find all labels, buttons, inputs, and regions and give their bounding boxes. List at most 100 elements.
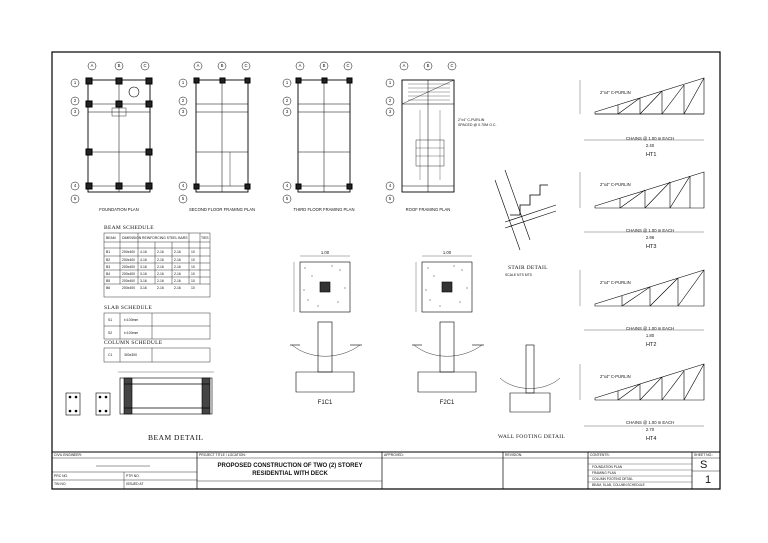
truss-chord-label: 2"x4" C-PURLIN <box>600 280 631 285</box>
truss-span-label: 2.40 <box>645 143 655 148</box>
wall-footing-title: WALL FOOTING DETAIL <box>498 434 566 440</box>
sheet-border <box>51 51 721 490</box>
truss-chord-label: 2"x4" C-PURLIN <box>600 374 631 379</box>
footing-1-dimension: 1.00 <box>320 250 330 255</box>
beam-schedule-cell: 200x400 <box>122 265 136 269</box>
truss-brace-label: CHAINS @ 1.00 m EACH <box>626 326 674 331</box>
grid-letter-c: C <box>346 63 350 68</box>
column-schedule-title: COLUMN SCHEDULE <box>104 340 163 346</box>
beam-schedule-cell: 10 <box>191 286 195 290</box>
purlin-note: 2"x4" C-PURLIN SPACED @ 0.70M O.C. <box>458 118 497 127</box>
grid-number-5: 5 <box>181 196 185 201</box>
grid-number-1: 1 <box>181 80 185 85</box>
project-title-line-1: PROPOSED CONSTRUCTION OF TWO (2) STOREY <box>217 463 363 469</box>
grid-number-3: 3 <box>388 109 392 114</box>
beam-schedule-title: BEAM SCHEDULE <box>104 225 154 231</box>
grid-letter-b: B <box>426 63 430 68</box>
contents-item: BEAM, SLAB, COLUMN SCHEDULE <box>592 483 645 487</box>
revision-label: REVISION: <box>505 453 523 457</box>
contents-item: COLUMN FOOTING DETAIL <box>592 477 634 481</box>
grid-number-4: 4 <box>388 183 392 188</box>
truss-span-label: 2.70 <box>645 427 655 432</box>
project-title-label: PROJECT TITLE / LOCATION: <box>199 453 246 457</box>
roof-plan-title: ROOF FRAMING PLAN <box>405 207 451 212</box>
ptr-no-label: PTR NO. <box>126 474 140 478</box>
footing-section-1 <box>290 321 362 393</box>
truss-ht3 <box>584 171 705 233</box>
beam-col-header: BEAM <box>106 236 116 240</box>
grid-letter-b: B <box>220 63 224 68</box>
grid-number-2: 2 <box>388 98 392 103</box>
beam-schedule-cell: B3 <box>106 265 111 269</box>
footing-plan-1 <box>293 255 351 313</box>
beam-schedule-cell: 2-16 <box>174 272 181 276</box>
contents-item: FOUNDATION PLAN <box>592 465 623 469</box>
second-floor-plan-title: SECOND FLOOR FRAMING PLAN <box>188 207 256 212</box>
beam-schedule-cell: 4-16 <box>140 258 147 262</box>
truss-span-label: 2.96 <box>645 235 655 240</box>
footing-2-dimension: 1.00 <box>442 250 452 255</box>
beam-schedule-cell: 2-16 <box>174 250 181 254</box>
beam-schedule-cell: 3-16 <box>140 265 147 269</box>
dimension-col-header: DIMENSION <box>122 236 142 240</box>
beam-schedule-cell: 4-16 <box>140 250 147 254</box>
beam-schedule-cell: 200x400 <box>122 286 136 290</box>
issued-at-label: ISSUED AT <box>126 482 144 486</box>
truss-brace-label: CHAINS @ 1.00 m EACH <box>626 228 674 233</box>
grid-bubbles <box>70 61 457 204</box>
beam-detail-title: BEAM DETAIL <box>148 433 204 442</box>
beam-detail-drawing <box>65 371 214 416</box>
beam-schedule-cell: 2-16 <box>157 272 164 276</box>
foundation-plan-title: FOUNDATION PLAN <box>99 207 139 212</box>
beam-schedule-cell: 200x400 <box>122 279 136 283</box>
truss-ht1 <box>584 77 705 141</box>
beam-schedule-cell: B6 <box>106 286 111 290</box>
grid-letter-a: A <box>402 63 406 68</box>
grid-number-1: 1 <box>388 80 392 85</box>
grid-number-3: 3 <box>181 109 185 114</box>
sheet-letter: S <box>700 459 708 471</box>
beam-schedule-cell: 200x400 <box>122 250 136 254</box>
grid-letter-b: B <box>117 63 121 68</box>
contents-item: FRAMING PLAN <box>592 471 616 475</box>
ties-col-header: TIES <box>201 236 209 240</box>
concrete-speckle <box>303 265 468 307</box>
stair-detail-title: STAIR DETAIL <box>508 265 548 271</box>
grid-number-4: 4 <box>181 183 185 188</box>
beam-schedule-cell: 2-16 <box>157 250 164 254</box>
grid-number-5: 5 <box>73 196 77 201</box>
truss-name-label: HT3 <box>646 244 657 250</box>
civil-engineer-label: CIVIL ENGINEER: <box>54 453 82 457</box>
beam-schedule-cell: B4 <box>106 272 111 276</box>
beam-schedule-cell: B5 <box>106 279 111 283</box>
truss-brace-label: CHAINS @ 1.00 m EACH <box>626 136 674 141</box>
beam-schedule-cell: 2-16 <box>157 265 164 269</box>
truss-chord-label: 2"x4" C-PURLIN <box>600 182 631 187</box>
grid-letter-a: A <box>196 63 200 68</box>
wall-footing-drawing <box>499 344 561 413</box>
beam-schedule-table <box>103 232 211 298</box>
roof-framing-plan <box>401 79 455 193</box>
column-mark: C1 <box>108 353 113 357</box>
grid-number-4: 4 <box>285 183 289 188</box>
third-floor-framing-plan <box>295 77 353 193</box>
truss-ht2 <box>584 269 705 331</box>
grid-number-3: 3 <box>285 109 289 114</box>
beam-schedule-cell: 2-16 <box>174 265 181 269</box>
contents-label: CONTENTS: <box>590 453 610 457</box>
beam-schedule-cell: 10 <box>191 265 195 269</box>
truss-brace-label: CHAINS @ 1.00 m EACH <box>626 420 674 425</box>
grid-number-5: 5 <box>285 196 289 201</box>
third-floor-plan-title: THIRD FLOOR FRAMING PLAN <box>293 207 355 212</box>
beam-schedule-cell: 10 <box>191 272 195 276</box>
footing-plan-2 <box>415 255 473 313</box>
foundation-plan <box>85 77 153 193</box>
prc-no-label: PRC NO. <box>54 474 69 478</box>
grid-letter-c: C <box>143 63 147 68</box>
sheet-number: 1 <box>705 474 712 486</box>
second-floor-framing-plan <box>193 77 251 193</box>
grid-number-3: 3 <box>73 109 77 114</box>
beam-schedule-cell: 2-16 <box>174 286 181 290</box>
